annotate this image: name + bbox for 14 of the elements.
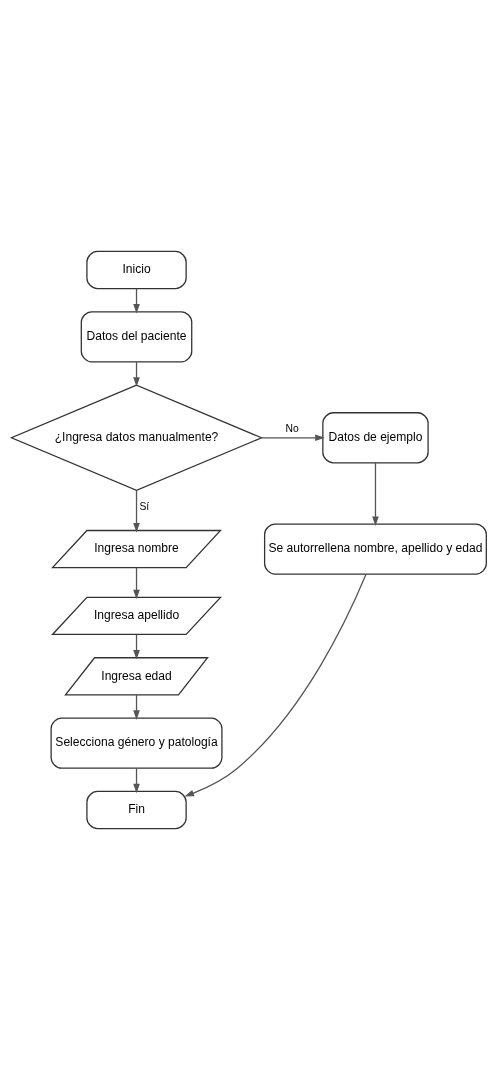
- arrow: [260, 434, 325, 442]
- arrow: [133, 567, 140, 600]
- node-box: Datos del paciente: [80, 311, 193, 363]
- edge-label: No: [285, 423, 299, 435]
- edge-label: Sí: [139, 500, 150, 512]
- node-box: Se autorrellena nombre, apellido y edad: [263, 523, 487, 575]
- arrow: [133, 489, 140, 533]
- node-box: Inicio: [86, 250, 187, 290]
- arrow: [372, 462, 379, 526]
- node-box: Fin: [86, 790, 187, 830]
- node-diamond: ¿Ingresa datos manualmente?: [9, 384, 264, 492]
- arrow: [184, 573, 367, 797]
- node-box: Selecciona género y patología: [50, 717, 223, 769]
- node-box: Datos de ejemplo: [322, 412, 429, 464]
